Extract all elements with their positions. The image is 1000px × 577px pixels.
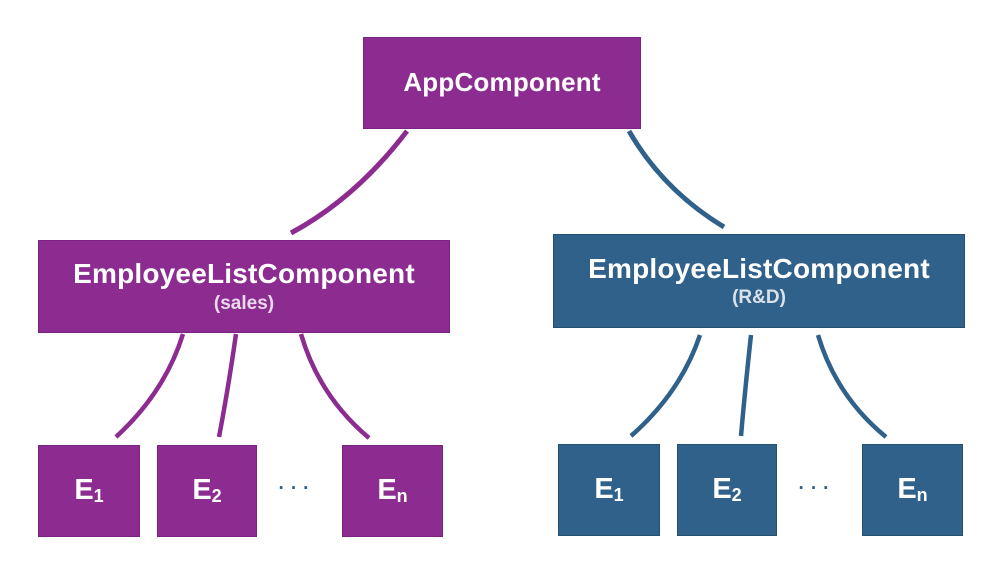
sales-ellipsis: ···: [278, 478, 316, 499]
leaf-base: E: [712, 473, 732, 506]
node-label: E1: [74, 474, 103, 507]
node-sales-employee-2: E2: [157, 445, 257, 537]
node-sales-employee-n: En: [342, 445, 443, 537]
node-label: E2: [712, 473, 741, 506]
node-label: EmployeeListComponent: [73, 258, 415, 290]
node-sublabel: (sales): [213, 292, 275, 314]
edge-rd-to-e2: [738, 334, 754, 437]
leaf-base: E: [594, 473, 614, 506]
leaf-base: E: [377, 474, 397, 507]
edge-app-to-rd: [626, 129, 726, 230]
node-label: AppComponent: [403, 67, 601, 98]
leaf-subscript: 2: [211, 486, 222, 507]
node-rd-employee-1: E1: [558, 444, 660, 536]
node-label: En: [897, 473, 927, 506]
edge-rd-to-e1: [629, 334, 703, 438]
leaf-subscript: n: [396, 486, 408, 507]
leaf-subscript: 1: [93, 486, 104, 507]
node-sales-employee-1: E1: [38, 445, 140, 537]
leaf-base: E: [192, 474, 212, 507]
node-label: En: [377, 474, 407, 507]
edge-sales-to-e1: [114, 333, 186, 439]
edge-app-to-sales: [289, 129, 409, 236]
node-label: E2: [192, 474, 221, 507]
leaf-base: E: [897, 473, 917, 506]
leaf-subscript: n: [916, 485, 928, 506]
edge-rd-to-en: [815, 334, 888, 439]
node-rd-employee-2: E2: [677, 444, 777, 536]
leaf-base: E: [74, 474, 94, 507]
node-label: EmployeeListComponent: [588, 252, 930, 284]
node-employee-list-rd: EmployeeListComponent (R&D): [553, 234, 965, 328]
node-app-component: AppComponent: [363, 37, 641, 129]
edge-sales-to-e2: [216, 333, 239, 438]
leaf-subscript: 1: [613, 485, 624, 506]
node-sublabel: (R&D): [732, 287, 786, 309]
node-employee-list-sales: EmployeeListComponent (sales): [38, 240, 450, 333]
rd-ellipsis: ···: [798, 478, 836, 499]
edge-sales-to-en: [298, 333, 371, 440]
node-label: E1: [594, 473, 623, 506]
leaf-subscript: 2: [731, 485, 742, 506]
node-rd-employee-n: En: [862, 444, 963, 536]
